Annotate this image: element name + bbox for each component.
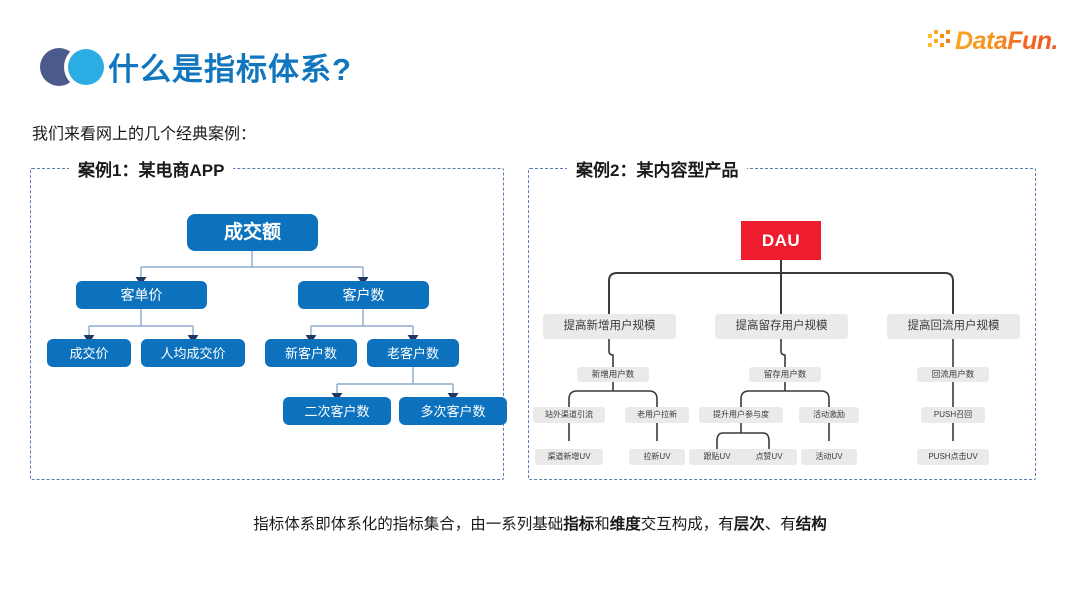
case-1-node-deal-price[interactable]: 成交价 — [47, 339, 131, 367]
case-2-node-retain-user-count[interactable]: 留存用户数 — [749, 367, 821, 382]
case-1-node-second-customers[interactable]: 二次客户数 — [283, 397, 391, 425]
footer-part-4: 、有 — [764, 516, 796, 533]
case-1-node-multi-customers[interactable]: 多次客户数 — [399, 397, 507, 425]
case-1-node-new-customers[interactable]: 新客户数 — [265, 339, 357, 367]
case-2-node-root[interactable]: DAU — [741, 221, 821, 260]
footer-part-2: 和 — [594, 516, 610, 533]
footer-bold-2: 维度 — [609, 516, 641, 533]
brand-logo: DataFun. — [908, 24, 1058, 58]
case-2-node-activity-incentive[interactable]: 活动激励 — [799, 407, 859, 423]
case-2-node-return-user-count[interactable]: 回流用户数 — [917, 367, 989, 382]
case-2-node-activity-uv[interactable]: 活动UV — [801, 449, 857, 465]
case-2-node-grow-new[interactable]: 提高新增用户规模 — [543, 314, 676, 339]
case-2-node-push-recall[interactable]: PUSH召回 — [921, 407, 985, 423]
case-2-node-pull-new-uv[interactable]: 拉新UV — [629, 449, 685, 465]
case-2-node-raise-engagement[interactable]: 提升用户参与度 — [699, 407, 783, 423]
case-2-node-push-click-uv[interactable]: PUSH点击UV — [917, 449, 989, 465]
case-2-node-channel-new-uv[interactable]: 渠道新增UV — [535, 449, 603, 465]
case-1-node-customer-count[interactable]: 客户数 — [298, 281, 429, 309]
footer-bold-4: 结构 — [795, 516, 827, 533]
page-title: 什么是指标体系? — [108, 52, 352, 87]
case-panel-2: 案例2：某内容型产品 — [528, 156, 1036, 480]
datafun-dots-icon — [928, 30, 954, 52]
footer-part-1: 指标体系即体系化的指标集合，由一系列基础 — [253, 516, 564, 533]
case-1-node-avg-deal-price[interactable]: 人均成交价 — [141, 339, 245, 367]
case-2-node-grow-retain[interactable]: 提高留存用户规模 — [715, 314, 848, 339]
footer-bold-1: 指标 — [563, 516, 595, 533]
case-2-node-comment-uv[interactable]: 跟贴UV — [689, 449, 745, 465]
case-panel-1: 案例1：某电商APP — [30, 156, 507, 480]
case-2-legend: 案例2：某内容型产品 — [567, 156, 748, 181]
case-1-legend: 案例1：某电商APP — [69, 156, 234, 181]
case-1-node-root[interactable]: 成交额 — [187, 214, 318, 251]
case-2-node-old-user-pull[interactable]: 老用户拉新 — [625, 407, 689, 423]
footer-bold-3: 层次 — [733, 516, 765, 533]
case-2-connectors — [568, 259, 954, 449]
case-2-node-new-user-count[interactable]: 新增用户数 — [577, 367, 649, 382]
case-2-node-like-uv[interactable]: 点赞UV — [741, 449, 797, 465]
footer-part-3: 交互构成，有 — [640, 516, 734, 533]
case-1-connectors — [83, 250, 459, 402]
footer-summary: 指标体系即体系化的指标集合，由一系列基础指标和维度交互构成，有层次、有结构 — [0, 512, 1080, 534]
case-2-node-offsite-traffic[interactable]: 站外渠道引流 — [533, 407, 605, 423]
brand-name: DataFun. — [955, 26, 1058, 55]
case-1-flowchart: 成交额 客单价 客户数 成交价 人均成交价 新客户数 老客户数 二次客户数 多次… — [31, 169, 507, 479]
two-circles-icon — [40, 44, 108, 89]
case-1-node-unit-price[interactable]: 客单价 — [76, 281, 207, 309]
case-2-node-grow-return[interactable]: 提高回流用户规模 — [887, 314, 1020, 339]
lead-in-text: 我们来看网上的几个经典案例： — [32, 126, 257, 143]
page-title-row: 什么是指标体系? — [40, 44, 352, 89]
case-1-node-old-customers[interactable]: 老客户数 — [367, 339, 459, 367]
case-2-flowchart: DAU 提高新增用户规模 提高留存用户规模 提高回流用户规模 新增用户数 留存用… — [529, 169, 1035, 479]
